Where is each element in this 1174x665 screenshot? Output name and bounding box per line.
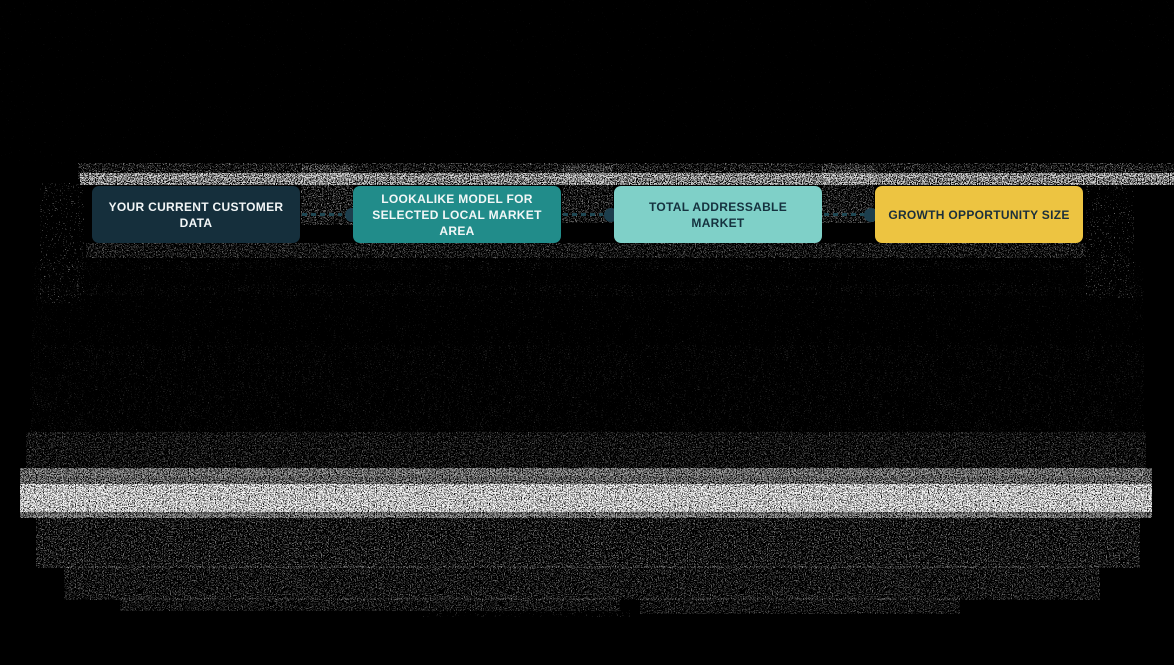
step-box-current-customer-data: YOUR CURRENT CUSTOMER DATA — [92, 186, 300, 243]
step-box-growth-opportunity-size: GROWTH OPPORTUNITY SIZE — [875, 186, 1083, 243]
connector-line-1 — [302, 213, 342, 216]
noise-bright-band — [20, 468, 1152, 518]
noise-body-bands — [26, 262, 1146, 476]
connector-line-2 — [563, 213, 603, 216]
noise-bottom-bands — [36, 514, 1140, 617]
step-label: TOTAL ADDRESSABLE MARKET — [649, 199, 787, 230]
step-label: GROWTH OPPORTUNITY SIZE — [888, 207, 1070, 222]
step-label: YOUR CURRENT CUSTOMER DATA — [108, 199, 284, 230]
connector-line-3 — [824, 213, 864, 216]
connector-dot-3 — [864, 208, 878, 222]
step-box-lookalike-model: LOOKALIKE MODEL FOR SELECTED LOCAL MARKE… — [353, 186, 561, 243]
step-box-total-addressable-market: TOTAL ADDRESSABLE MARKET — [614, 186, 822, 243]
step-label: LOOKALIKE MODEL FOR SELECTED LOCAL MARKE… — [372, 191, 542, 238]
flow-diagram: YOUR CURRENT CUSTOMER DATA LOOKALIKE MOD… — [92, 186, 1083, 244]
noise-top-band — [0, 0, 1174, 166]
